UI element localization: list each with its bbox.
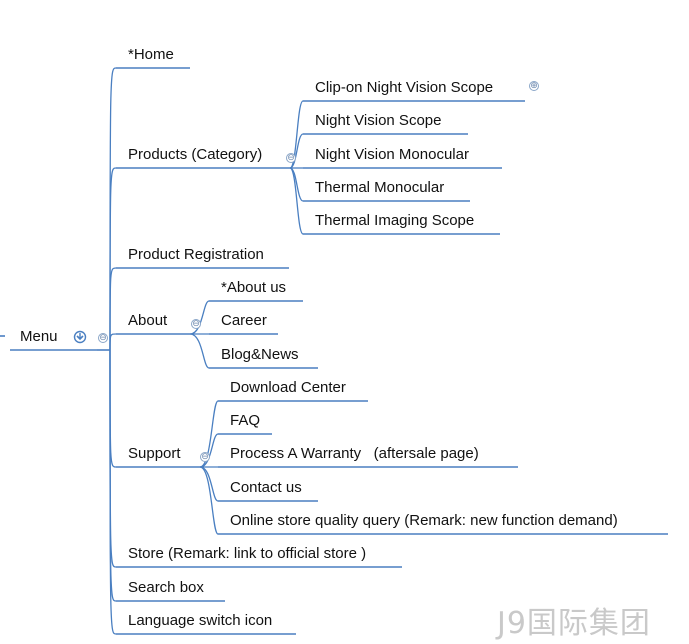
watermark-text: J9国际集团: [497, 606, 651, 641]
expand-icon-1-0[interactable]: ⊕: [529, 81, 539, 91]
child-career[interactable]: Career: [221, 312, 267, 329]
child-thermal-imaging-scope[interactable]: Thermal Imaging Scope: [315, 212, 475, 229]
child-about-us[interactable]: *About us: [221, 279, 287, 296]
branch-product-registration[interactable]: Product Registration: [128, 246, 264, 263]
branch-store-remark-link-to-official-store[interactable]: Store (Remark: link to official store ): [128, 545, 367, 562]
child-faq[interactable]: FAQ: [230, 412, 261, 429]
collapse-icon-4[interactable]: ⊖: [200, 452, 210, 462]
branch-products-category[interactable]: Products (Category): [128, 146, 263, 163]
child-thermal-monocular[interactable]: Thermal Monocular: [315, 179, 445, 196]
branch-home[interactable]: *Home: [128, 46, 174, 63]
mindmap-root[interactable]: Menu: [20, 328, 58, 345]
collapse-icon-3[interactable]: ⊖: [191, 319, 201, 329]
child-download-center[interactable]: Download Center: [230, 379, 346, 396]
link-arrow-icon: [73, 330, 87, 344]
child-night-vision-monocular[interactable]: Night Vision Monocular: [315, 146, 469, 163]
branch-support[interactable]: Support: [128, 445, 181, 462]
branch-about[interactable]: About: [128, 312, 168, 329]
collapse-icon-1[interactable]: ⊖: [286, 153, 296, 163]
child-clip-on-night-vision-scope[interactable]: Clip-on Night Vision Scope: [315, 79, 494, 96]
child-online-store-quality-query-remark-new-function-demand[interactable]: Online store quality query (Remark: new …: [230, 512, 618, 529]
child-contact-us[interactable]: Contact us: [230, 479, 302, 496]
branch-language-switch-icon[interactable]: Language switch icon: [128, 612, 273, 629]
child-blog-news[interactable]: Blog&News: [221, 346, 299, 363]
child-night-vision-scope[interactable]: Night Vision Scope: [315, 112, 442, 129]
child-process-a-warranty-aftersale-page[interactable]: Process A Warranty (aftersale page): [230, 445, 479, 462]
root-collapse-icon[interactable]: ⊖: [98, 333, 108, 343]
branch-search-box[interactable]: Search box: [128, 579, 204, 596]
